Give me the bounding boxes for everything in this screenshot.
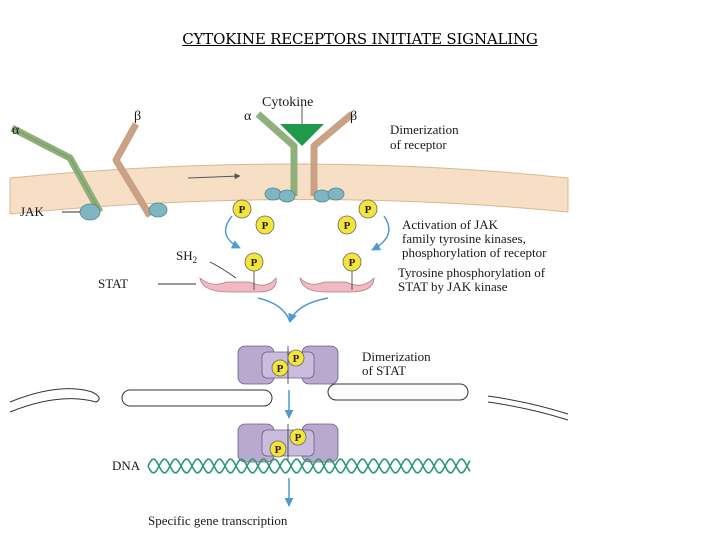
- cell-membrane: [9, 163, 569, 215]
- phospho-stat-right: [342, 252, 362, 272]
- cytokine-ligand: [280, 124, 324, 146]
- phospho-receptor-group: P P P P: [232, 199, 378, 235]
- svg-text:P: P: [277, 363, 284, 375]
- label-jak: JAK: [20, 204, 44, 219]
- step-transcription: Specific gene transcription: [148, 513, 288, 528]
- step-activation-jak-2: family tyrosine kinases,: [402, 231, 526, 246]
- svg-text:P: P: [295, 432, 302, 444]
- membrane-arrow: [187, 173, 241, 180]
- slide-title: CYTOKINE RECEPTORS INITIATE SIGNALING: [182, 30, 538, 48]
- converge-left: [257, 297, 291, 323]
- phospho-4: [337, 215, 357, 235]
- phospho-dimer1-a: [287, 349, 305, 367]
- svg-text:P: P: [275, 444, 282, 456]
- step-activation-jak-3: phosphorylation of receptor: [402, 245, 547, 260]
- label-alpha-center: α: [244, 109, 252, 124]
- step-dimerization-receptor-1: Dimerization: [390, 122, 459, 137]
- label-dna: DNA: [112, 458, 141, 473]
- phospho-dimer2-b: [269, 440, 287, 458]
- svg-text:P: P: [239, 204, 246, 216]
- alpha-chain-left: [10, 124, 104, 214]
- sh2-pointer: [209, 261, 237, 279]
- svg-text:P: P: [349, 257, 356, 269]
- svg-text:P: P: [293, 353, 300, 365]
- converge-right: [288, 297, 329, 323]
- jak-center-3: [313, 189, 331, 203]
- curved-arrow-left: [224, 215, 241, 249]
- jak-left-1: [79, 203, 101, 221]
- svg-text:P: P: [251, 257, 258, 269]
- curved-arrow-right: [371, 215, 390, 251]
- label-beta-center: β: [350, 109, 357, 124]
- jak-left-2: [148, 202, 168, 218]
- label-beta-left: β: [134, 109, 141, 124]
- phospho-dimer2-a: [289, 428, 307, 446]
- jak-center-1: [264, 187, 282, 201]
- nuclear-envelope-left: [9, 388, 100, 413]
- step-dimerization-stat-2: of STAT: [362, 363, 406, 378]
- beta-chain-left: [112, 122, 153, 218]
- dna-strand-b: [147, 458, 471, 474]
- phospho-1: [232, 199, 252, 219]
- stat-right: P: [299, 252, 375, 293]
- dna-helix: [147, 458, 471, 474]
- svg-text:P: P: [365, 204, 372, 216]
- stat-dimer-2: P P: [237, 423, 339, 463]
- beta-chain-center: [310, 111, 355, 196]
- jak-center-2: [278, 189, 296, 203]
- dna-strand-a: [147, 458, 471, 474]
- nuclear-envelope-pore-2: [327, 383, 469, 401]
- phospho-stat-left: [244, 252, 264, 272]
- jak-center-4: [327, 187, 345, 201]
- step-activation-jak-1: Activation of JAK: [402, 217, 499, 232]
- label-alpha-left: α: [12, 123, 20, 138]
- step-dimerization-receptor-2: of receptor: [390, 137, 447, 152]
- nuclear-envelope-pore-1: [121, 389, 273, 407]
- phospho-2: [255, 215, 275, 235]
- step-tyrosine-phos-2: STAT by JAK kinase: [398, 279, 508, 294]
- nuclear-envelope-right: [487, 395, 569, 415]
- step-tyrosine-phos-1: Tyrosine phosphorylation of: [398, 265, 546, 280]
- step-dimerization-stat-1: Dimerization: [362, 349, 431, 364]
- phospho-3: [358, 199, 378, 219]
- svg-text:P: P: [344, 220, 351, 232]
- svg-text:P: P: [262, 220, 269, 232]
- label-sh2: SH2: [176, 248, 197, 265]
- stat-left: P: [199, 252, 277, 293]
- alpha-chain-center: [255, 111, 298, 196]
- label-cytokine: Cytokine: [262, 95, 313, 110]
- phospho-dimer1-b: [271, 359, 289, 377]
- stat-dimer-1: P P: [237, 345, 339, 385]
- label-stat: STAT: [98, 276, 128, 291]
